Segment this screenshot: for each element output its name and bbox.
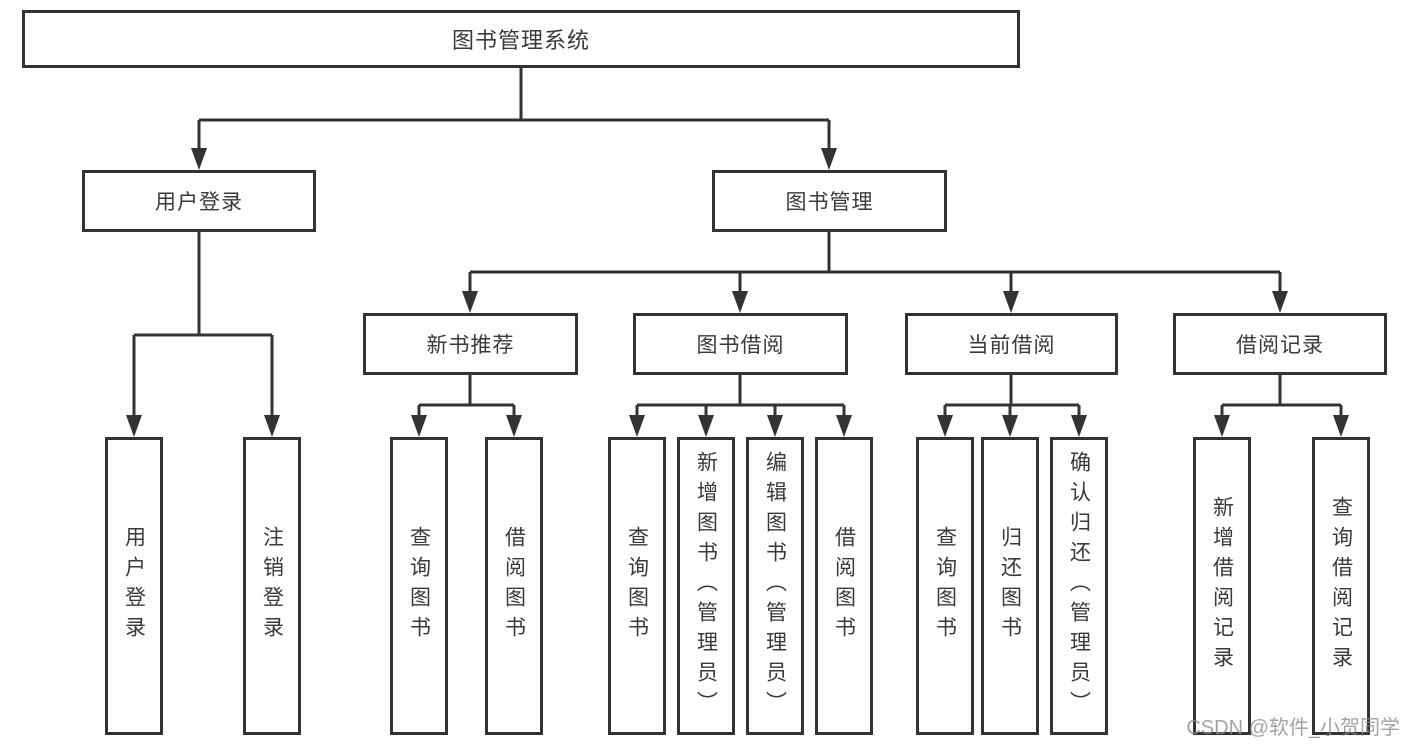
- leaf-add-borrow-record-label: 新增借阅记录: [1210, 496, 1234, 676]
- node-new-book-recommend: 新书推荐: [363, 313, 578, 375]
- node-book-management-label: 图书管理: [785, 191, 874, 214]
- leaf-borrow-books-recommend-label: 借阅图书: [502, 526, 526, 646]
- leaf-borrow-books-label: 借阅图书: [832, 526, 856, 646]
- leaf-borrow-books: 借阅图书: [815, 437, 873, 735]
- node-root-label: 图书管理系统: [451, 28, 590, 53]
- leaf-user-login: 用户登录: [105, 437, 163, 735]
- leaf-return-books-label: 归还图书: [998, 526, 1022, 646]
- leaf-logout: 注销登录: [243, 437, 301, 735]
- leaf-add-books-admin-label: 新增图书（管理员）: [694, 451, 718, 721]
- leaf-borrow-books-recommend: 借阅图书: [485, 437, 543, 735]
- leaf-query-books-recommend: 查询图书: [390, 437, 448, 735]
- leaf-query-books-borrow: 查询图书: [608, 437, 666, 735]
- node-new-book-recommend-label: 新书推荐: [426, 334, 515, 357]
- leaf-query-books-current: 查询图书: [916, 437, 974, 735]
- leaf-query-books-recommend-label: 查询图书: [407, 526, 431, 646]
- node-borrow-record: 借阅记录: [1173, 313, 1387, 375]
- leaf-confirm-return-admin: 确认归还（管理员）: [1050, 437, 1108, 735]
- leaf-query-borrow-record-label: 查询借阅记录: [1329, 496, 1353, 676]
- csdn-watermark: CSDN @软件_小贺同学: [1186, 717, 1400, 739]
- leaf-logout-label: 注销登录: [260, 526, 284, 646]
- node-book-management: 图书管理: [712, 170, 947, 232]
- node-root-library-system: 图书管理系统: [22, 10, 1020, 68]
- leaf-user-login-label: 用户登录: [122, 526, 146, 646]
- leaf-query-books-borrow-label: 查询图书: [625, 526, 649, 646]
- leaf-query-borrow-record: 查询借阅记录: [1312, 437, 1370, 735]
- leaf-edit-books-admin: 编辑图书（管理员）: [746, 437, 804, 735]
- leaf-add-books-admin: 新增图书（管理员）: [677, 437, 735, 735]
- node-borrow-record-label: 借阅记录: [1236, 334, 1324, 357]
- node-book-borrow: 图书借阅: [633, 313, 848, 375]
- leaf-add-borrow-record: 新增借阅记录: [1193, 437, 1251, 735]
- leaf-query-books-current-label: 查询图书: [933, 526, 957, 646]
- node-current-borrow-label: 当前借阅: [967, 334, 1056, 357]
- node-user-login: 用户登录: [82, 170, 316, 232]
- node-user-login-label: 用户登录: [155, 191, 243, 214]
- leaf-return-books: 归还图书: [981, 437, 1039, 735]
- arrowhead-icons: [126, 148, 1349, 437]
- node-current-borrow: 当前借阅: [905, 313, 1118, 375]
- node-book-borrow-label: 图书借阅: [696, 334, 785, 357]
- leaf-edit-books-admin-label: 编辑图书（管理员）: [763, 451, 787, 721]
- leaf-confirm-return-admin-label: 确认归还（管理员）: [1067, 451, 1091, 721]
